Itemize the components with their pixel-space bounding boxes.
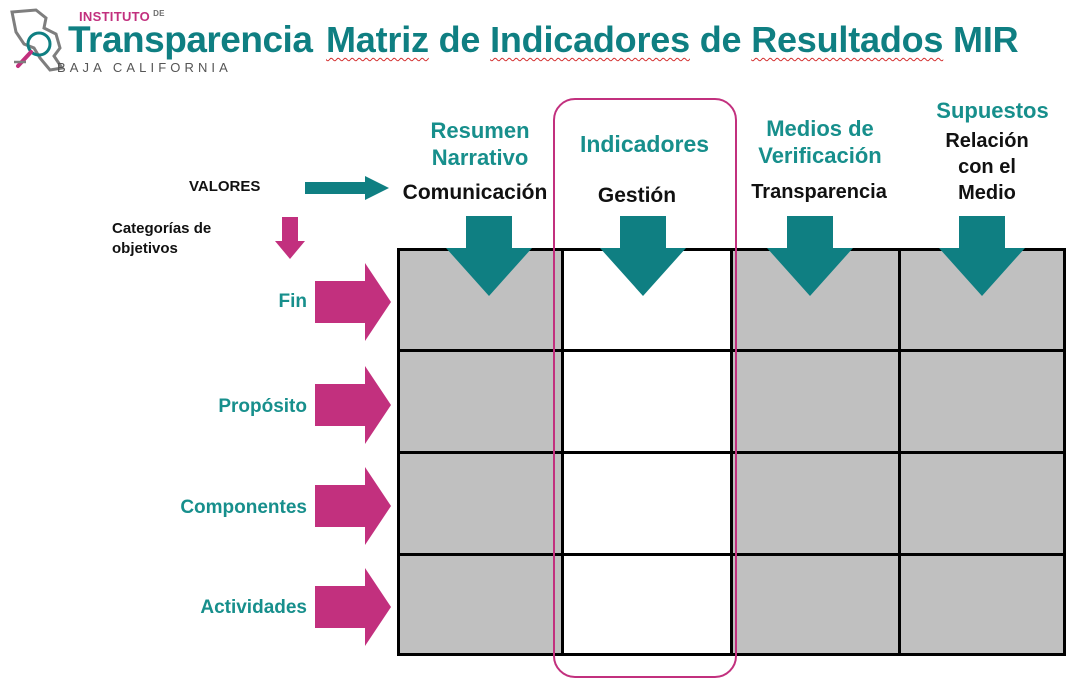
grid-line	[898, 248, 901, 656]
grid-line	[561, 248, 564, 656]
cell-actividades-supuestos	[899, 554, 1066, 656]
row-arrow-icon	[315, 263, 391, 341]
row-arrow-icon	[315, 568, 391, 646]
column-header-medios: Medios de Verificación	[758, 116, 882, 168]
column-header-supuestos: Supuestos	[936, 98, 1049, 123]
cell-actividades-medios	[731, 554, 899, 656]
indicadores-highlight	[553, 98, 737, 678]
down-arrow-icon	[446, 216, 532, 296]
row-label-proposito: Propósito	[218, 396, 307, 417]
column-header-indicadores: Indicadores	[579, 131, 710, 157]
row-label-actividades: Actividades	[200, 597, 307, 618]
column-value-medios: Transparencia	[751, 181, 887, 203]
down-arrow-icon	[939, 216, 1025, 296]
logo-subtitle: BAJA CALIFORNIA	[57, 60, 232, 75]
valores-label: VALORES	[189, 178, 261, 195]
grid-line	[1063, 248, 1066, 656]
categorias-arrow-icon	[275, 217, 305, 259]
down-arrow-icon	[600, 216, 686, 296]
logo-name: Transparencia	[68, 19, 313, 60]
row-label-fin: Fin	[278, 291, 308, 312]
row-arrow-icon	[315, 467, 391, 545]
column-header-resumen: Resumen Narrativo	[430, 118, 530, 170]
cell-componentes-medios	[731, 452, 899, 554]
cell-componentes-indicadores	[562, 452, 731, 554]
grid-line	[397, 248, 400, 656]
column-value-resumen: Comunicación	[402, 181, 548, 204]
column-value-indicadores: Gestión	[597, 184, 677, 207]
page-title: Matriz de Indicadores de Resultados MIR	[326, 19, 1019, 60]
row-arrow-icon	[315, 366, 391, 444]
grid-line	[730, 248, 733, 656]
matrix-grid	[397, 248, 1066, 656]
cell-proposito-resumen	[397, 350, 562, 452]
column-value-supuestos: Relación con el Medio	[945, 130, 1029, 204]
cell-actividades-indicadores	[562, 554, 731, 656]
cell-componentes-supuestos	[899, 452, 1066, 554]
down-arrow-icon	[767, 216, 853, 296]
cell-actividades-resumen	[397, 554, 562, 656]
row-label-componentes: Componentes	[180, 497, 307, 518]
categorias-label: Categorías de objetivos	[112, 220, 212, 258]
valores-arrow-icon	[305, 176, 389, 200]
baja-california-map-icon	[10, 8, 65, 72]
cell-proposito-medios	[731, 350, 899, 452]
cell-proposito-indicadores	[562, 350, 731, 452]
cell-componentes-resumen	[397, 452, 562, 554]
cell-proposito-supuestos	[899, 350, 1066, 452]
